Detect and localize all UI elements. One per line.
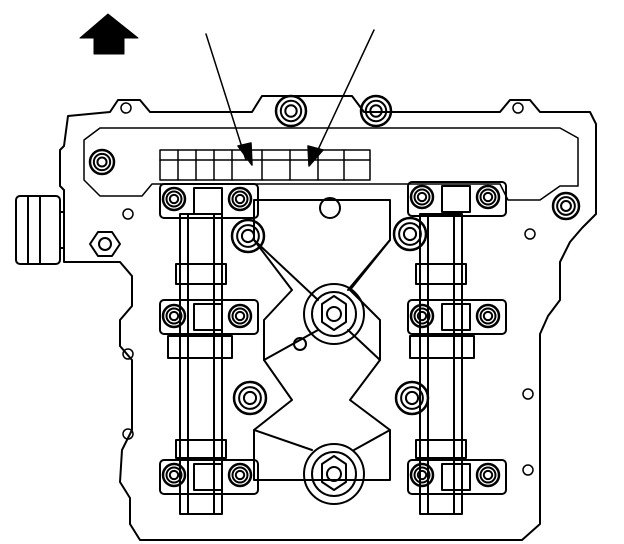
bearing-cap-right-1 [407,181,507,217]
gasket-inner-outline [83,127,579,201]
bolt-cap-r1b [475,184,501,210]
bolt-frame-ur [392,216,428,252]
bolt-frame-ul [230,218,266,254]
coolant-outlet-pipe [15,195,65,265]
leader-lines [205,29,375,167]
leader-line-left [205,33,247,161]
bolt-cap-l2b [227,303,253,329]
arrow-up-icon [79,13,139,55]
cylinder-head-outline [59,95,597,541]
bearing-cap-right-3 [407,459,507,495]
center-support-frame [253,197,391,481]
leader-line-right [315,29,375,155]
bolt-cap-l1b [227,186,253,212]
bolt-group [88,94,581,488]
spark-plug-boss-lower [303,443,365,505]
bolt-frame-lr [394,380,430,416]
camshaft-sprocket-strip [159,149,371,181]
bearing-cap-left-1 [159,183,259,219]
mounting-holes [120,102,536,476]
bolt-cap-r3b [475,462,501,488]
bolt-top-2 [359,94,393,128]
spark-plug-boss-upper [303,283,365,345]
bolt-frame-ll [232,380,268,416]
leader-arrowhead-right [307,145,324,167]
bolt-cap-r2b [475,303,501,329]
bearing-cap-left-2 [159,299,259,335]
bolt-top-1 [274,94,308,128]
sensor-nut [89,231,121,257]
bolt-left-flange [88,148,116,176]
bolt-cap-l1a [161,186,187,212]
bolt-right-flange [551,191,581,221]
leader-arrowhead-left [237,142,253,166]
bolt-cap-r3a [409,462,435,488]
bolt-cap-l3b [227,462,253,488]
bolt-cap-l3a [161,462,187,488]
bolt-cap-r1a [409,184,435,210]
bolt-cap-l2a [161,303,187,329]
bearing-cap-left-3 [159,459,259,495]
bearing-cap-right-2 [407,299,507,335]
bolt-cap-r2a [409,303,435,329]
